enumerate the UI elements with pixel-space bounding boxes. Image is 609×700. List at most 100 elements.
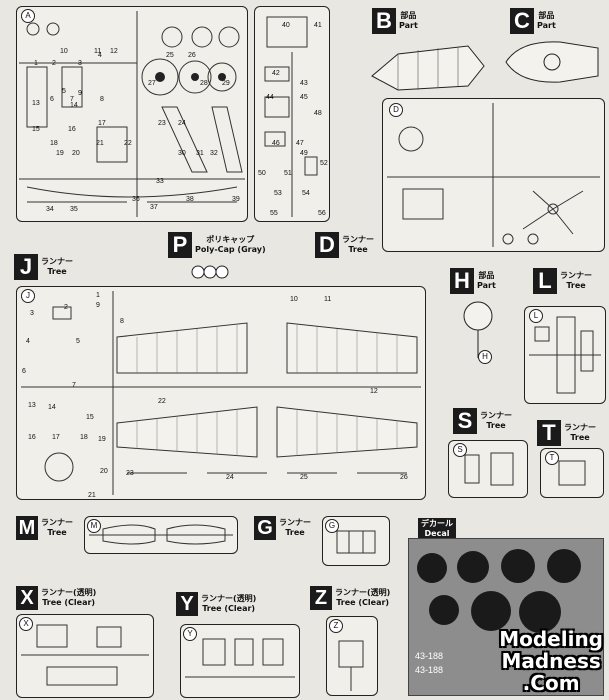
tree-t-jp: ランナー bbox=[564, 423, 596, 432]
part-number-a: 18 bbox=[50, 140, 58, 147]
decal-code-2: 43-188 bbox=[415, 665, 444, 675]
tree-g-en: Tree bbox=[285, 528, 305, 537]
tree-l-jp: ランナー bbox=[560, 271, 592, 280]
part-number-a: 15 bbox=[32, 126, 40, 133]
part-number-a: 37 bbox=[150, 204, 158, 211]
part-number-a: 14 bbox=[70, 102, 78, 109]
part-number-a: 12 bbox=[110, 48, 118, 55]
part-number-j: 20 bbox=[100, 468, 108, 475]
tree-z-letter: Z bbox=[310, 586, 332, 610]
part-number-a: 11 bbox=[94, 48, 102, 55]
part-number-j: 4 bbox=[26, 338, 30, 345]
decal-jp: デカール bbox=[421, 519, 453, 528]
part-number-a: 26 bbox=[188, 52, 196, 59]
sprue-a-marker: A bbox=[21, 9, 35, 23]
tree-s-jp: ランナー bbox=[480, 411, 512, 420]
sprue-x-marker: X bbox=[19, 617, 33, 631]
sprue-j-frame: J bbox=[16, 286, 426, 500]
part-number-a: 31 bbox=[196, 150, 204, 157]
part-number-a: 25 bbox=[166, 52, 174, 59]
part-number-a: 23 bbox=[158, 120, 166, 127]
tree-g-jp: ランナー bbox=[279, 518, 311, 527]
tree-x-jp: ランナー(透明) bbox=[41, 588, 97, 597]
part-c-letter: C bbox=[510, 8, 534, 34]
sprue-z-drawing bbox=[338, 640, 364, 691]
part-b-letter: B bbox=[372, 8, 396, 34]
part-number-a: 20 bbox=[72, 150, 80, 157]
part-number-j: 24 bbox=[226, 474, 234, 481]
part-number-a: 32 bbox=[210, 150, 218, 157]
tree-y-en: Tree (Clear) bbox=[202, 604, 256, 613]
part-number-j: 14 bbox=[48, 404, 56, 411]
part-number-a: 6 bbox=[50, 96, 54, 103]
watermark-line-1: Modeling bbox=[499, 627, 603, 651]
sprue-a-side-frame bbox=[254, 6, 330, 222]
part-number-a: 17 bbox=[98, 120, 106, 127]
tree-x-letter: X bbox=[16, 586, 38, 610]
sprue-g-frame: G bbox=[322, 516, 390, 566]
sprue-g-drawing bbox=[336, 530, 376, 554]
decal-hinomaru-5 bbox=[429, 595, 459, 625]
part-number-a: 7 bbox=[70, 96, 74, 103]
decal-en: Decal bbox=[424, 529, 450, 538]
part-number-a: 53 bbox=[274, 190, 282, 197]
tree-l-en: Tree bbox=[566, 281, 586, 290]
part-number-j: 15 bbox=[86, 414, 94, 421]
part-c-jp: 部品 bbox=[538, 11, 555, 20]
part-number-a: 45 bbox=[300, 94, 308, 101]
part-number-a: 5 bbox=[62, 88, 66, 95]
part-number-j: 12 bbox=[370, 388, 378, 395]
part-number-a: 16 bbox=[68, 126, 76, 133]
part-number-a: 55 bbox=[270, 210, 278, 217]
watermark-line-2: Madness bbox=[501, 649, 601, 673]
sprue-j-marker: J bbox=[21, 289, 35, 303]
part-number-a: 39 bbox=[232, 196, 240, 203]
sprue-t-drawing bbox=[558, 460, 586, 486]
tree-z-en: Tree (Clear) bbox=[336, 598, 390, 607]
sprue-m-drawing bbox=[89, 524, 233, 545]
part-number-a: 42 bbox=[272, 70, 280, 77]
sprue-x-frame: X bbox=[16, 614, 154, 698]
tree-g-letter: G bbox=[254, 516, 276, 540]
part-number-a: 54 bbox=[302, 190, 310, 197]
sprue-g-marker: G bbox=[325, 519, 339, 533]
decal-hinomaru-6 bbox=[471, 591, 511, 631]
part-number-a: 49 bbox=[300, 150, 308, 157]
decal-hinomaru-2 bbox=[457, 551, 489, 583]
watermark-logo: Modeling Madness .Com bbox=[499, 628, 603, 694]
sprue-d-marker: D bbox=[389, 103, 403, 117]
part-number-j: 23 bbox=[126, 470, 134, 477]
part-number-a: 2 bbox=[52, 60, 56, 67]
part-number-a: 28 bbox=[200, 80, 208, 87]
tree-x-label: X ランナー(透明)Tree (Clear) bbox=[16, 586, 96, 610]
part-number-a: 27 bbox=[148, 80, 156, 87]
decal-hinomaru-3 bbox=[501, 549, 535, 583]
part-number-j: 7 bbox=[72, 382, 76, 389]
part-b-fuselage bbox=[371, 45, 485, 91]
part-number-j: 18 bbox=[80, 434, 88, 441]
part-number-j: 19 bbox=[98, 436, 106, 443]
part-number-j: 25 bbox=[300, 474, 308, 481]
part-number-j: 3 bbox=[30, 310, 34, 317]
part-h-marker: H bbox=[478, 350, 492, 364]
tree-m-letter: M bbox=[16, 516, 38, 540]
part-number-a: 41 bbox=[314, 22, 322, 29]
sprue-a-frame: A bbox=[16, 6, 248, 222]
part-number-a: 52 bbox=[320, 160, 328, 167]
part-number-a: 35 bbox=[70, 206, 78, 213]
part-number-j: 2 bbox=[64, 304, 68, 311]
part-number-a: 56 bbox=[318, 210, 326, 217]
tree-y-jp: ランナー(透明) bbox=[201, 594, 257, 603]
part-number-a: 44 bbox=[266, 94, 274, 101]
tree-t-letter: T bbox=[537, 420, 561, 446]
sprue-l-drawing bbox=[529, 316, 601, 394]
sprue-t-marker: T bbox=[545, 451, 559, 465]
sprue-a-side-drawing bbox=[264, 16, 318, 217]
part-number-j: 17 bbox=[52, 434, 60, 441]
